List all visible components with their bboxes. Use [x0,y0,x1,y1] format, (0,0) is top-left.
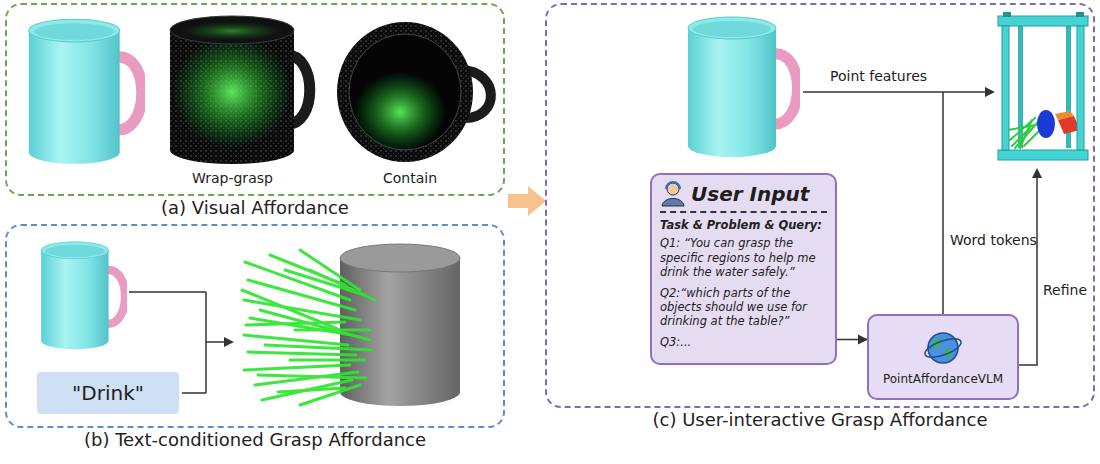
user-icon-part [666,182,680,189]
grasp-scene-part [1008,118,1040,148]
wrap-grasp-pointcloud-part [170,16,294,44]
contain-pointcloud-part [337,22,473,162]
grasp-scene-part [998,150,1088,160]
grasp-scene-part [1055,111,1074,120]
feature-wires-part [942,92,944,314]
panel-caption: (a) Visual Affordance [0,197,543,219]
mug-model [41,242,125,349]
arrow-head [1032,168,1042,178]
grasp-scene [998,12,1088,160]
globe-icon-part [928,333,958,363]
query-text: Q3:... [660,335,827,349]
arrow-head [224,337,234,347]
grasp-poses [242,250,375,405]
contain-pointcloud-part [354,72,446,152]
query-text: Q2:“which parts of the objects should we… [660,286,827,329]
grasp-poses-part [265,345,372,350]
query-text: Q1: “You can grasp the specific regions … [660,236,827,279]
mug-model-part [29,19,142,164]
task-heading: Task & Problem & Query: [660,218,827,232]
grasp-poses-part [300,385,360,405]
panel-caption: (b) Text-conditioned Grasp Affordance [0,429,543,451]
contain-pointcloud-part [337,22,473,162]
mug-model-part [41,242,125,349]
flow-arrow [837,339,867,341]
contain-pointcloud [337,22,491,162]
dashed-panel: (a) Visual Affordance [5,3,505,196]
grasp-poses-part [244,335,348,345]
arrow-head [985,87,995,97]
grasp-scene-part [1003,12,1011,17]
grasp-poses-part [310,270,375,300]
user-input-box: User InputTask & Problem & Query: Q1: “Yo… [650,173,837,365]
grasp-scene-part [1037,110,1055,138]
dashed-panel: (c) User-interactive Grasp AffordanceUse… [545,3,1095,408]
box-title: User Input [691,182,809,206]
model-name: PointAffordanceVLM [883,372,1003,386]
user-icon-part [667,183,679,195]
mug-model-part [688,17,798,157]
grasp-poses-part [244,365,350,370]
figure-label: Point features [830,68,927,85]
globe-icon [923,328,963,368]
grasp-scene-part [1002,26,1009,150]
figure-label: Word tokens [950,232,1037,249]
grey-cylinder-part [340,258,460,406]
prompt-text: "Drink" [72,381,144,405]
feature-wires-part [1019,178,1037,365]
wrap-grasp-pointcloud-part [172,36,292,148]
prompt-box: "Drink" [37,372,179,414]
grasp-scene-part-part [1024,130,1040,146]
grasp-poses-part [246,322,345,325]
feature-wires-part [803,91,985,93]
panel-caption: (c) User-interactive Grasp Affordance [507,409,1100,431]
globe-icon-part [923,335,963,361]
grey-cylinder-part [340,244,460,272]
grasp-poses-part [278,388,345,392]
grasp-scene-part-part [1008,125,1036,130]
transition-arrow [508,186,546,216]
grasp-poses-part [262,380,352,400]
wrap-grasp-pointcloud [170,16,310,164]
grasp-poses-part [295,329,370,332]
grasp-poses-part [258,375,366,378]
dashed-panel: (b) Text-conditioned Grasp Affordance"Dr… [5,224,505,428]
wrap-grasp-pointcloud-part [170,30,294,164]
user-input-header: User Input [660,181,827,213]
figure-label: Refine [1043,282,1087,299]
model-box: PointAffordanceVLM [867,314,1019,400]
grasp-scene-part [1076,12,1084,17]
wrap-grasp-pointcloud-part [170,30,294,164]
mug-model [29,19,142,164]
figure-label: Contain [383,170,437,187]
grasp-scene-part [1077,26,1084,150]
user-icon-part [662,199,684,207]
mug-model [688,17,798,157]
grasp-scene-part [998,16,1088,26]
grasp-poses-part [290,359,365,362]
grey-cylinder [340,244,460,406]
user-icon [660,181,686,207]
grasp-poses-part [248,352,356,355]
figure-label: Wrap-grasp [192,170,273,187]
wrap-grasp-pointcloud-part [182,22,282,40]
